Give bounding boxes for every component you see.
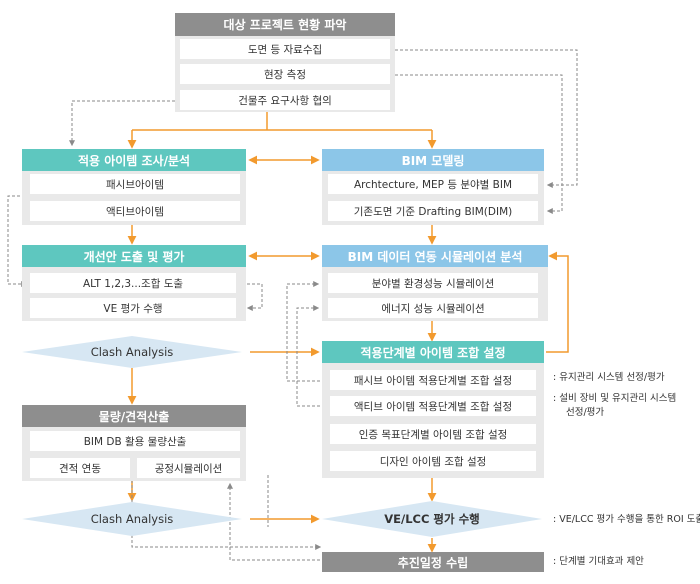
note-roi: : VE/LCC 평가 수행을 통한 ROI 도출: [553, 514, 700, 525]
project-status-title: 대상 프로젝트 현황 파악: [223, 18, 347, 32]
ve-lcc-text: VE/LCC 평가 수행: [384, 512, 480, 526]
item-label: 공정시뮬레이션: [154, 462, 223, 475]
item-label: 분야별 환경성능 시뮬레이션: [371, 277, 495, 290]
note-equipment-cont: 선정/평가: [566, 407, 605, 418]
item-label: 도면 등 자료수집: [247, 43, 323, 56]
item-alt-combination: ALT 1,2,3...조합 도출: [30, 273, 236, 293]
clash-analysis-text: Clash Analysis: [90, 512, 174, 526]
item-label: ALT 1,2,3...조합 도출: [82, 277, 184, 290]
item-label: VE 평가 수행: [103, 302, 163, 315]
item-process-simulation: 공정시뮬레이션: [137, 458, 240, 478]
item-label: 패시브 아이템 적용단계별 조합 설정: [353, 374, 513, 387]
note-expected-effect: : 단계별 기대효과 제안: [553, 556, 644, 567]
item-passive: 패시브아이템: [30, 174, 240, 194]
item-label: 견적 연동: [59, 462, 101, 475]
bim-simulation-header: BIM 데이터 연동 시뮬레이션 분석: [322, 245, 548, 267]
improvement-title: 개선안 도출 및 평가: [83, 249, 185, 264]
bim-modeling-title: BIM 모델링: [401, 153, 465, 168]
clash-analysis-diamond-1: [22, 336, 242, 368]
combination-title: 적용단계별 아이템 조합 설정: [360, 345, 506, 360]
item-design-combination: 디자인 아이템 조합 설정: [330, 451, 536, 471]
clash-analysis-text: Clash Analysis: [90, 345, 174, 359]
item-label: BIM DB 활용 물량산출: [83, 435, 187, 448]
item-env-simulation: 분야별 환경성능 시뮬레이션: [328, 273, 538, 293]
item-label: 에너지 성능 시뮬레이션: [381, 302, 485, 315]
item-label: 디자인 아이템 조합 설정: [379, 455, 487, 468]
item-label: 건물주 요구사항 협의: [238, 94, 332, 107]
combination-header: 적용단계별 아이템 조합 설정: [322, 341, 544, 363]
item-passive-combination: 패시브 아이템 적용단계별 조합 설정: [330, 370, 536, 390]
clash-analysis-label-1: Clash Analysis: [22, 342, 242, 362]
bim-simulation-title: BIM 데이터 연동 시뮬레이션 분석: [347, 249, 523, 264]
schedule-title: 추진일정 수립: [397, 555, 469, 570]
survey-title: 적용 아이템 조사/분석: [77, 153, 191, 168]
clash-analysis-diamond-2: [22, 502, 242, 536]
clash-analysis-label-2: Clash Analysis: [22, 509, 242, 529]
item-label: 액티브아이템: [106, 205, 164, 218]
item-data-collection: 도면 등 자료수집: [180, 39, 390, 59]
item-bim-db-quantity: BIM DB 활용 물량산출: [30, 431, 240, 451]
item-site-measurement: 현장 측정: [180, 64, 390, 84]
item-label: 현장 측정: [264, 68, 306, 81]
survey-header: 적용 아이템 조사/분석: [22, 149, 246, 171]
item-label: 기존도면 기준 Drafting BIM(DIM): [353, 205, 513, 218]
quantity-title: 물량/견적산출: [98, 409, 170, 424]
item-label: 인증 목표단계별 아이템 조합 설정: [358, 428, 508, 441]
project-status-header: 대상 프로젝트 현황 파악: [175, 13, 395, 36]
item-label: 액티브 아이템 적용단계별 조합 설정: [353, 400, 513, 413]
schedule-header: 추진일정 수립: [322, 552, 544, 572]
item-active-combination: 액티브 아이템 적용단계별 조합 설정: [330, 396, 536, 416]
item-ve-evaluation: VE 평가 수행: [30, 298, 236, 318]
item-energy-simulation: 에너지 성능 시뮬레이션: [328, 298, 538, 318]
item-label: Archtecture, MEP 등 분야별 BIM: [353, 178, 513, 191]
improvement-header: 개선안 도출 및 평가: [22, 245, 246, 267]
item-owner-consultation: 건물주 요구사항 협의: [180, 90, 390, 110]
item-drafting-bim: 기존도면 기준 Drafting BIM(DIM): [328, 201, 538, 221]
quantity-header: 물량/견적산출: [22, 405, 246, 427]
ve-lcc-diamond: [322, 501, 542, 537]
item-label: 패시브아이템: [106, 178, 164, 191]
note-maintenance: : 유지관리 시스템 선정/평가: [553, 372, 665, 383]
item-certification-combination: 인증 목표단계별 아이템 조합 설정: [330, 424, 536, 444]
item-estimate-link: 견적 연동: [30, 458, 130, 478]
ve-lcc-label: VE/LCC 평가 수행: [322, 509, 542, 529]
item-active: 액티브아이템: [30, 201, 240, 221]
bim-modeling-header: BIM 모델링: [322, 149, 544, 171]
note-equipment: : 설비 장비 및 유지관리 시스템: [553, 393, 677, 404]
item-arch-mep-bim: Archtecture, MEP 등 분야별 BIM: [328, 174, 538, 194]
